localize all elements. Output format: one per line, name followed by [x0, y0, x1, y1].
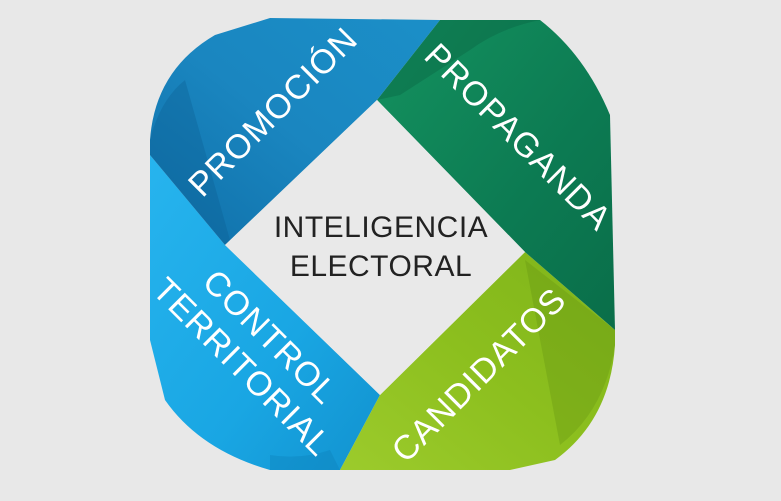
band-bottom-left: [150, 155, 380, 470]
center-title-line2: ELECTORAL: [290, 250, 472, 283]
center-title-line1: INTELIGENCIA: [274, 211, 488, 244]
fold-shadow-top-left: [150, 80, 230, 245]
band-bottom-right: [340, 252, 615, 470]
center-diamond: [225, 100, 525, 395]
fold-shadow-top-right: [377, 20, 540, 100]
fold-shadow-bottom-left: [270, 450, 340, 470]
fold-shadow-bottom-right: [525, 260, 615, 445]
band-top-left: [150, 18, 440, 245]
band-top-right: [377, 20, 615, 330]
